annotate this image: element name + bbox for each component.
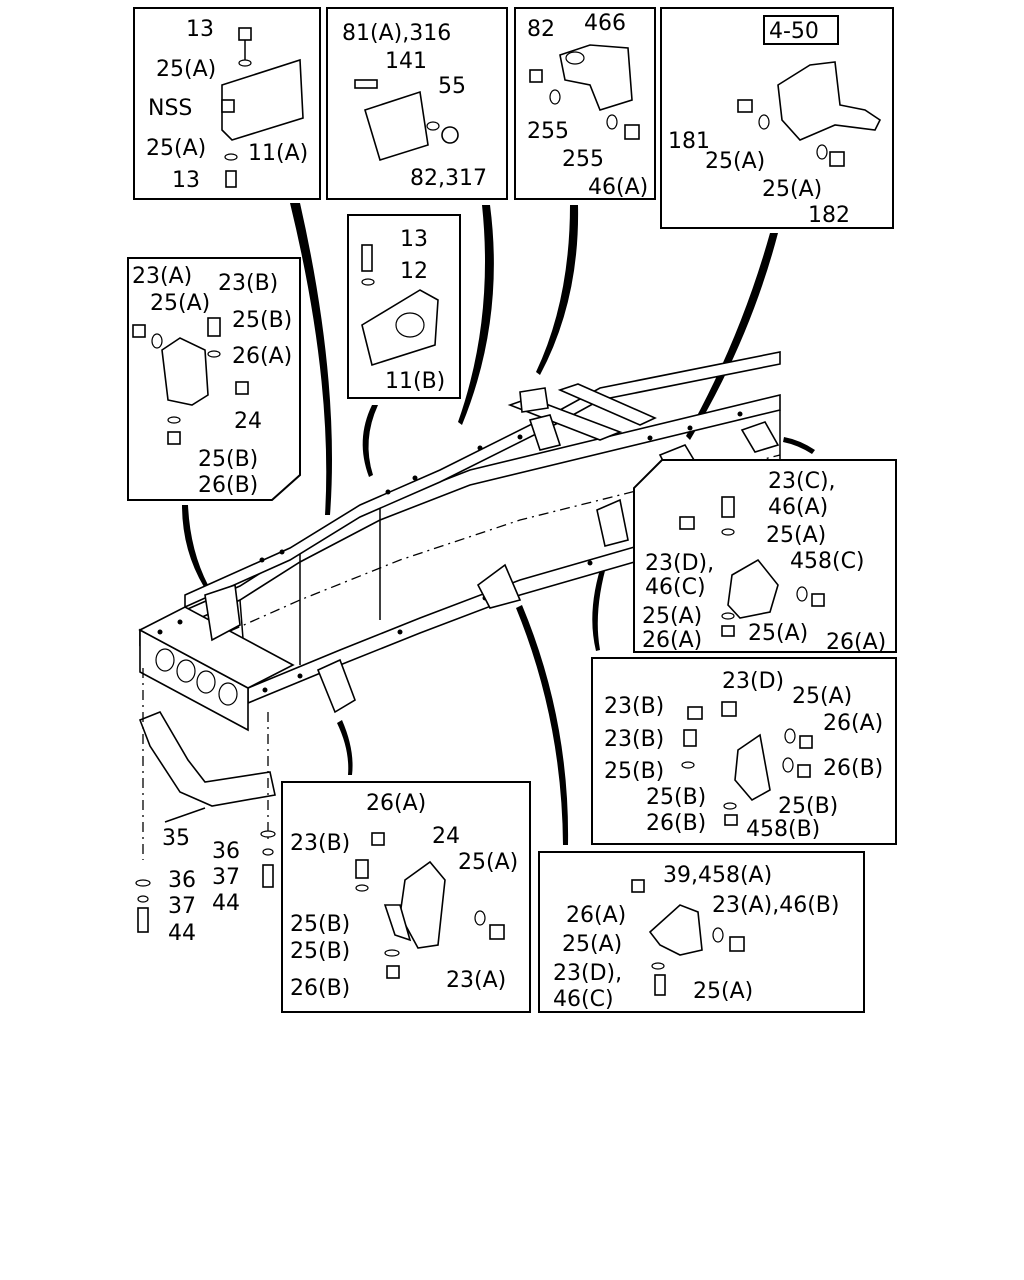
box-7: 23(C), 46(A) 25(A) 23(D), 458(C) 46(C) 2… bbox=[633, 459, 897, 655]
label-36-right: 36 bbox=[212, 839, 240, 864]
box-1: 13 25(A) NSS 25(A) 11(A) 13 bbox=[133, 7, 321, 200]
b8-label-25b-left: 25(B) bbox=[604, 759, 664, 784]
b7-label-25a-top: 25(A) bbox=[766, 523, 826, 548]
b3-label-46a: 46(A) bbox=[588, 175, 648, 200]
b9-label-25a: 25(A) bbox=[458, 850, 518, 875]
b10-label-25a-right: 25(A) bbox=[693, 979, 753, 1004]
b5-label-11b: 11(B) bbox=[385, 369, 445, 394]
b8-label-25b-right: 25(B) bbox=[778, 794, 838, 819]
b7-label-25a-left: 25(A) bbox=[642, 604, 702, 629]
b6-label-26a: 26(A) bbox=[232, 344, 292, 369]
b9-label-26a: 26(A) bbox=[366, 791, 426, 816]
b7-label-46a: 46(A) bbox=[768, 495, 828, 520]
label-36-left: 36 bbox=[168, 868, 196, 893]
b8-label-458b: 458(B) bbox=[746, 817, 820, 842]
b8-label-25b-lower: 25(B) bbox=[646, 785, 706, 810]
b8-label-26a: 26(A) bbox=[823, 711, 883, 736]
b9-label-23b: 23(B) bbox=[290, 831, 350, 856]
b2-label-55: 55 bbox=[438, 74, 466, 99]
box-10: 39,458(A) 26(A) 23(A),46(B) 25(A) 23(D),… bbox=[538, 851, 865, 1013]
b1-label-13-top: 13 bbox=[186, 17, 214, 42]
b10-label-46c: 46(C) bbox=[553, 987, 614, 1012]
b6-label-24: 24 bbox=[234, 409, 262, 434]
b1-label-11a: 11(A) bbox=[248, 141, 308, 166]
b7-label-23d: 23(D), bbox=[645, 551, 714, 576]
b9-label-25b-bottom: 25(B) bbox=[290, 939, 350, 964]
box-8: 23(D) 23(B) 25(A) 26(A) 23(B) 25(B) 26(B… bbox=[591, 657, 897, 845]
crossmember-callouts: 35 36 36 37 37 44 44 bbox=[135, 807, 276, 946]
b3-label-466: 466 bbox=[584, 11, 626, 36]
b6-label-23a: 23(A) bbox=[132, 264, 192, 289]
b6-label-26b: 26(B) bbox=[198, 473, 258, 498]
b7-label-458c: 458(C) bbox=[790, 549, 865, 574]
label-44-left: 44 bbox=[168, 921, 196, 946]
b1-label-25a-bottom: 25(A) bbox=[146, 136, 206, 161]
b8-label-23b-top: 23(B) bbox=[604, 694, 664, 719]
b7-label-23c: 23(C), bbox=[768, 469, 836, 494]
label-37-left: 37 bbox=[168, 894, 196, 919]
box-3: 82 466 255 255 46(A) bbox=[514, 7, 656, 200]
b4-label-25a-left: 25(A) bbox=[705, 149, 765, 174]
b8-label-23b-mid: 23(B) bbox=[604, 727, 664, 752]
b8-label-25a: 25(A) bbox=[792, 684, 852, 709]
b10-label-23d: 23(D), bbox=[553, 961, 622, 986]
b7-label-46c: 46(C) bbox=[645, 575, 706, 600]
b4-label-181: 181 bbox=[668, 129, 710, 154]
b8-label-23d: 23(D) bbox=[722, 669, 784, 694]
box-6: 23(A) 23(B) 25(A) 25(B) 26(A) 24 25(B) 2… bbox=[127, 257, 301, 501]
b7-label-25a-right: 25(A) bbox=[748, 621, 808, 646]
box-9: 26(A) 24 23(B) 25(A) 25(B) 25(B) 26(B) 2… bbox=[281, 781, 531, 1013]
b6-label-23b: 23(B) bbox=[218, 271, 278, 296]
b4-label-182: 182 bbox=[808, 203, 850, 228]
b2-label-81a-316: 81(A),316 bbox=[342, 21, 451, 46]
b4-ref-4-50: 4-50 bbox=[769, 19, 819, 44]
b1-label-25a-top: 25(A) bbox=[156, 57, 216, 82]
b3-label-255-right: 255 bbox=[562, 147, 604, 172]
b4-ref-frame bbox=[763, 15, 839, 45]
b5-label-13: 13 bbox=[400, 227, 428, 252]
b6-label-25b-top: 25(B) bbox=[232, 308, 292, 333]
b1-label-13-bottom: 13 bbox=[172, 168, 200, 193]
b9-label-25b-top: 25(B) bbox=[290, 912, 350, 937]
b8-label-26b-right: 26(B) bbox=[823, 756, 883, 781]
b10-label-23a-46b: 23(A),46(B) bbox=[712, 893, 839, 918]
b9-label-23a: 23(A) bbox=[446, 968, 506, 993]
callout-leaders bbox=[182, 203, 815, 845]
label-35: 35 bbox=[162, 826, 190, 851]
b10-label-25a-left: 25(A) bbox=[562, 932, 622, 957]
b5-label-12: 12 bbox=[400, 259, 428, 284]
b4-label-25a-right: 25(A) bbox=[762, 177, 822, 202]
b7-label-26a-right: 26(A) bbox=[826, 630, 886, 655]
b9-label-26b: 26(B) bbox=[290, 976, 350, 1001]
label-37-right: 37 bbox=[212, 865, 240, 890]
b10-label-26a: 26(A) bbox=[566, 903, 626, 928]
b8-label-26b-left: 26(B) bbox=[646, 811, 706, 836]
b6-label-25b-bottom: 25(B) bbox=[198, 447, 258, 472]
b2-label-82-317: 82,317 bbox=[410, 166, 487, 191]
box-4: 4-50 181 25(A) 25(A) 182 bbox=[660, 7, 894, 229]
b9-label-24: 24 bbox=[432, 824, 460, 849]
label-44-right: 44 bbox=[212, 891, 240, 916]
b7-label-26a-left: 26(A) bbox=[642, 628, 702, 653]
b1-label-nss: NSS bbox=[148, 96, 192, 121]
b6-label-25a: 25(A) bbox=[150, 291, 210, 316]
box-2: 81(A),316 141 55 82,317 bbox=[326, 7, 508, 200]
b10-label-39-458a: 39,458(A) bbox=[663, 863, 772, 888]
box-5: 13 12 11(B) bbox=[347, 214, 461, 399]
b2-label-141: 141 bbox=[385, 49, 427, 74]
b3-label-255-left: 255 bbox=[527, 119, 569, 144]
b3-label-82: 82 bbox=[527, 17, 555, 42]
